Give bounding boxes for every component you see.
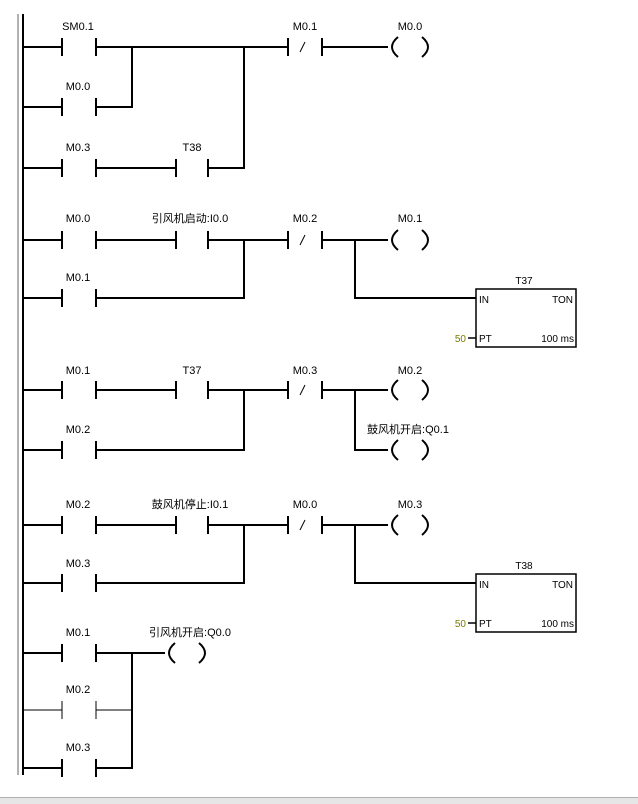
coil-label: M0.0 [398,21,422,33]
contact-label: T37 [183,365,202,377]
timer-pt-pin: PT [479,334,492,345]
contact-label: SM0.1 [62,21,94,33]
network-1 [23,36,429,177]
contact-label: M0.0 [66,213,90,225]
contact-comment: 鼓风机停止:I0.1 [152,497,228,511]
contact-label: M0.0 [293,499,317,511]
timer-in-pin: IN [479,295,489,306]
timer-base: 100 ms [541,334,574,345]
coil-label: M0.2 [398,365,422,377]
timer-name: T37 [515,276,533,287]
network-3 [23,379,429,461]
contact-label: M0.3 [66,142,90,154]
timer-base: 100 ms [541,619,574,630]
horizontal-scrollbar[interactable] [0,797,638,804]
contact-label: M0.1 [66,272,90,284]
contact-comment: 引风机启动:I0.0 [152,211,228,225]
contact-label: M0.3 [66,742,90,754]
contact-label: T38 [183,142,202,154]
network-4 [23,514,577,633]
contact-label: M0.1 [293,21,317,33]
contact-label: M0.3 [66,558,90,570]
timer-in-pin: IN [479,580,489,591]
contact-label: M0.2 [66,684,90,696]
contact-label: M0.2 [293,213,317,225]
network-2 [23,229,577,348]
timer-preset: 50 [455,334,467,345]
timer-name: T38 [515,561,533,572]
coil-comment: 引风机开启:Q0.0 [149,625,231,639]
timer-pt-pin: PT [479,619,492,630]
contact-label: M0.1 [66,365,90,377]
coil-comment: 鼓风机开启:Q0.1 [367,422,449,436]
contact-label: M0.0 [66,81,90,93]
contact-label: M0.1 [66,627,90,639]
contact-label: M0.2 [66,499,90,511]
network-5 [23,642,206,777]
timer-type: TON [552,295,573,306]
coil-label: M0.3 [398,499,422,511]
contact-label: M0.3 [293,365,317,377]
contact-label: M0.2 [66,424,90,436]
timer-preset: 50 [455,619,467,630]
coil-label: M0.1 [398,213,422,225]
timer-type: TON [552,580,573,591]
